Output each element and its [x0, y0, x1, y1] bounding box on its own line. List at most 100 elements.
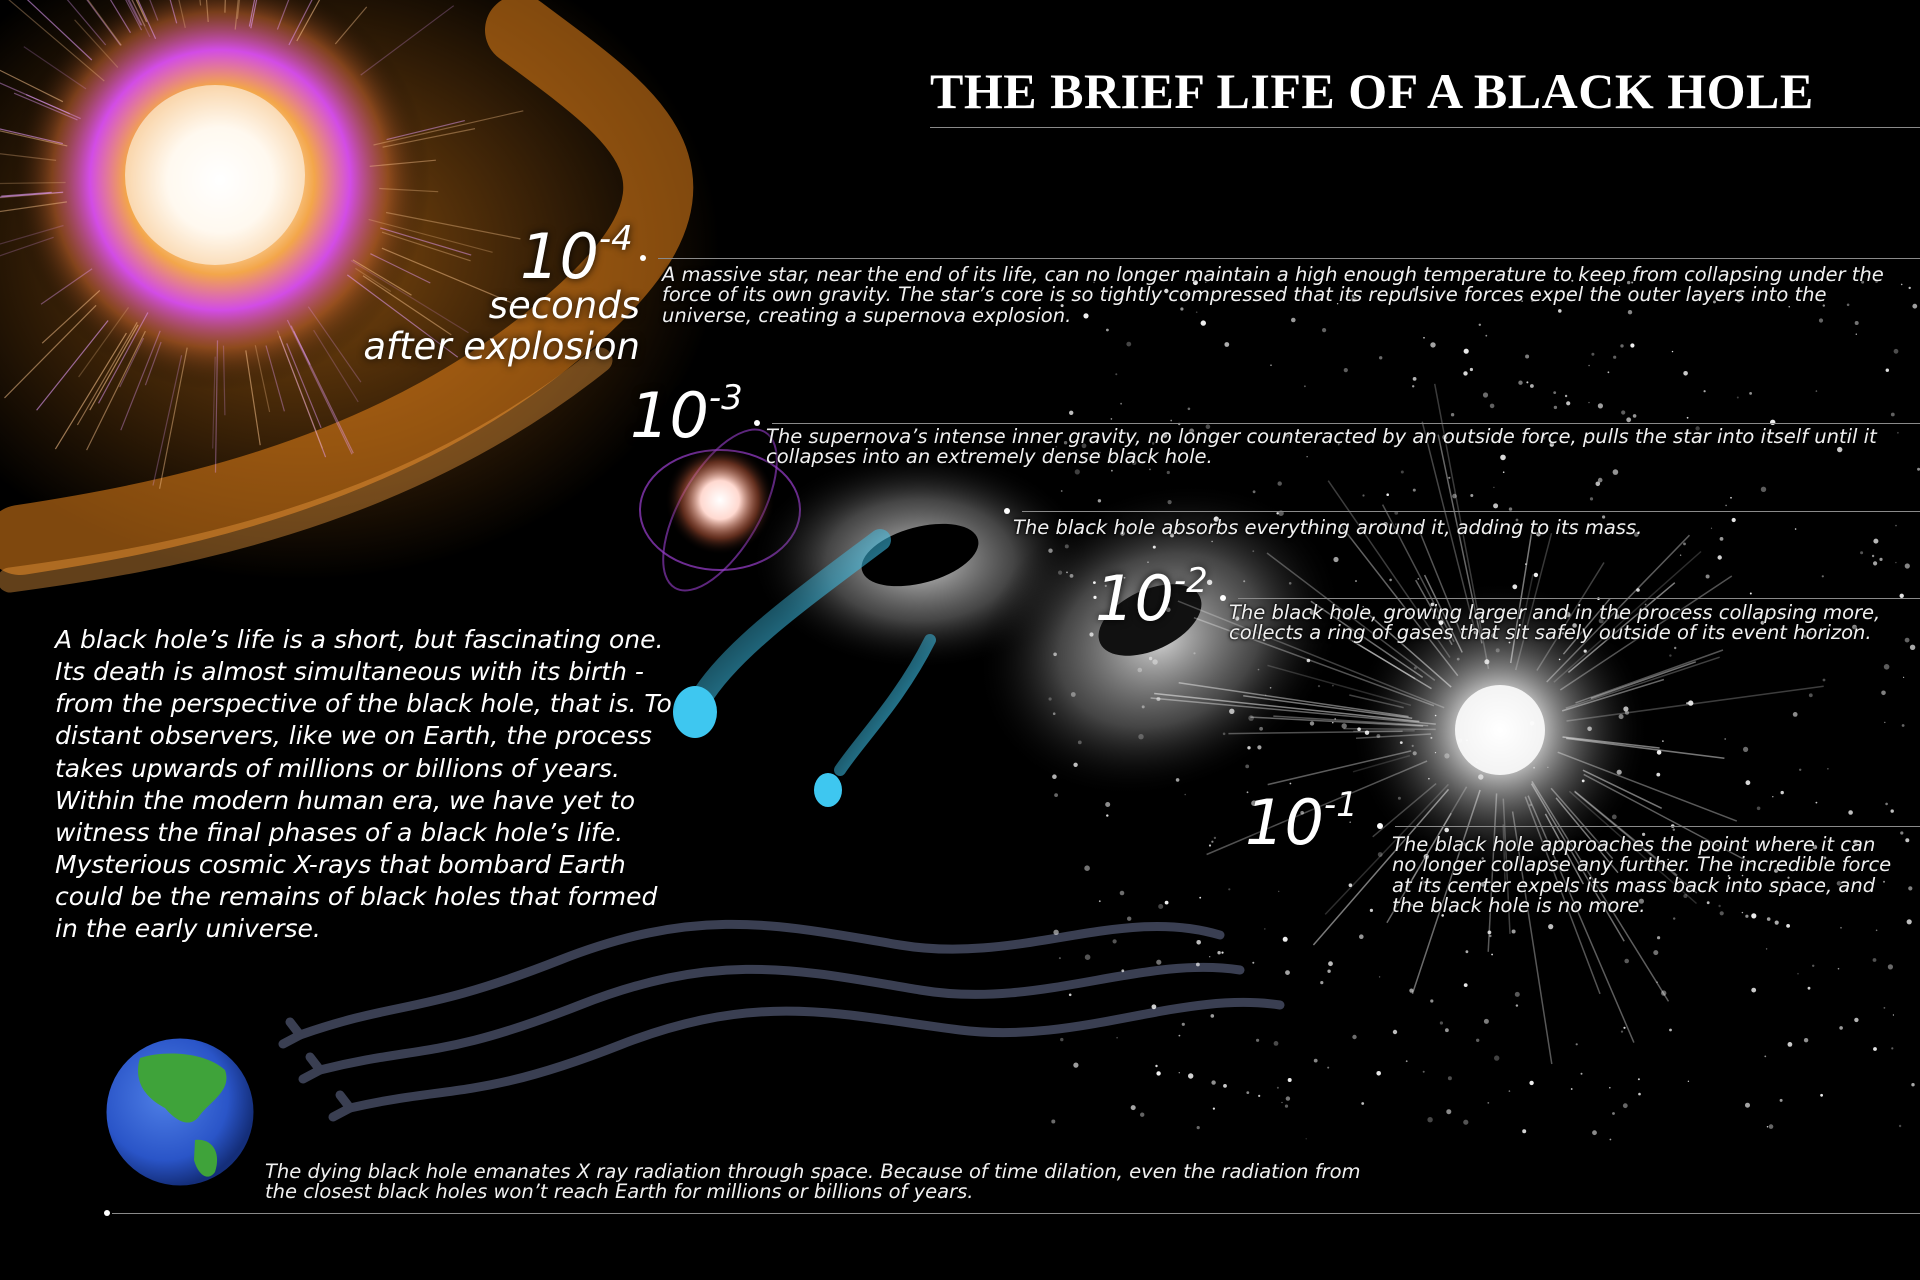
nova-ray: [89, 324, 139, 411]
nova-ray: [313, 329, 359, 403]
star-speck: [1413, 666, 1417, 670]
nova-ray: [109, 0, 132, 34]
star-speck: [1068, 993, 1072, 997]
star-speck: [1084, 865, 1090, 871]
nova-ray: [144, 341, 162, 386]
star-speck: [1309, 721, 1315, 726]
nova-ray: [178, 0, 186, 29]
star-speck: [1662, 291, 1664, 294]
star-speck: [1170, 533, 1174, 538]
star-speck: [1327, 969, 1331, 973]
star-speck: [1893, 348, 1899, 354]
burst-ray: [1339, 523, 1459, 677]
nova-ray: [128, 0, 143, 26]
star-speck: [1885, 802, 1888, 806]
star-speck: [1533, 766, 1535, 769]
burst-ray: [1423, 574, 1463, 653]
nova-ray: [382, 128, 476, 148]
star-speck: [1277, 481, 1282, 486]
star-speck: [1621, 410, 1626, 415]
star-speck: [1558, 309, 1562, 313]
star-speck: [1392, 1029, 1398, 1035]
star-speck: [1873, 561, 1878, 566]
star-speck: [1883, 1007, 1886, 1009]
star-speck: [1369, 908, 1373, 913]
star-speck: [1115, 373, 1118, 376]
star-speck: [1069, 574, 1074, 578]
star-speck: [1158, 904, 1164, 909]
stage-4-dot: [1220, 595, 1226, 601]
nova-ray: [307, 306, 362, 383]
star-speck: [1879, 557, 1883, 562]
nova-ray: [125, 0, 143, 31]
star-speck: [1336, 303, 1339, 305]
star-speck: [1438, 620, 1444, 625]
nova-ray: [352, 259, 412, 296]
star-speck: [1166, 607, 1171, 612]
time-stage-5: 10-1: [1245, 788, 1358, 854]
star-speck: [1409, 988, 1414, 993]
star-speck: [1731, 517, 1736, 523]
star-speck: [1355, 580, 1357, 582]
star-speck: [1904, 637, 1910, 643]
burst-ray: [1550, 787, 1614, 860]
nova-ray: [0, 201, 67, 213]
star-speck: [1636, 588, 1640, 592]
star-speck: [1618, 286, 1620, 288]
page-title: THE BRIEF LIFE OF A BLACK HOLE: [930, 63, 1814, 119]
star-speck: [1188, 1073, 1194, 1079]
star-speck: [1624, 958, 1629, 964]
burst-ray: [1574, 790, 1678, 876]
star-speck: [1196, 962, 1200, 967]
star-speck: [1788, 306, 1790, 308]
star-speck: [1730, 496, 1732, 499]
star-speck: [1089, 632, 1094, 637]
star-speck: [1820, 1093, 1823, 1097]
star-speck: [1912, 303, 1918, 309]
star-speck: [1616, 769, 1622, 775]
time-exponent: -1: [1323, 785, 1358, 825]
nova-ray: [234, 0, 239, 30]
star-speck: [1352, 1034, 1357, 1040]
star-speck: [1077, 740, 1082, 745]
star-speck: [1620, 344, 1624, 348]
burst-ray: [1346, 636, 1416, 680]
star-speck: [1529, 1080, 1534, 1086]
star-speck: [1764, 1055, 1767, 1058]
star-speck: [1393, 444, 1397, 448]
nova-ray: [87, 0, 122, 46]
stage-2-dot: [754, 420, 760, 426]
nova-ray: [385, 211, 521, 240]
nova-ray: [245, 350, 261, 446]
star-speck: [1211, 540, 1213, 543]
star-speck: [1572, 623, 1577, 628]
star-speck: [1210, 1014, 1215, 1018]
time-stage-2: 10-3: [630, 381, 743, 447]
star-speck: [1656, 750, 1662, 755]
star-speck: [1749, 392, 1752, 395]
burst-ray: [1565, 656, 1720, 709]
time-unit-note: after explosion: [363, 325, 640, 369]
burst-ray: [1546, 534, 1691, 683]
burst-ray: [1267, 664, 1412, 707]
nova-ray: [346, 274, 459, 358]
star-speck: [1126, 341, 1132, 347]
star-speck: [1069, 410, 1074, 415]
burst-ray: [1178, 682, 1409, 718]
star-speck: [1224, 342, 1230, 347]
star-speck: [1127, 916, 1132, 921]
star-speck: [1613, 355, 1617, 359]
star-speck: [1246, 791, 1249, 794]
star-speck: [1706, 901, 1710, 905]
star-speck: [1178, 1034, 1181, 1037]
star-speck: [1846, 303, 1850, 307]
star-speck: [1164, 900, 1169, 905]
star-speck: [1463, 842, 1467, 846]
star-speck: [1515, 518, 1519, 522]
burst-ray: [1575, 649, 1724, 704]
star-speck: [1099, 451, 1101, 454]
star-speck: [1098, 900, 1101, 903]
nova-ray: [0, 82, 81, 120]
burst-ray: [1437, 434, 1483, 644]
star-speck: [1257, 745, 1262, 750]
